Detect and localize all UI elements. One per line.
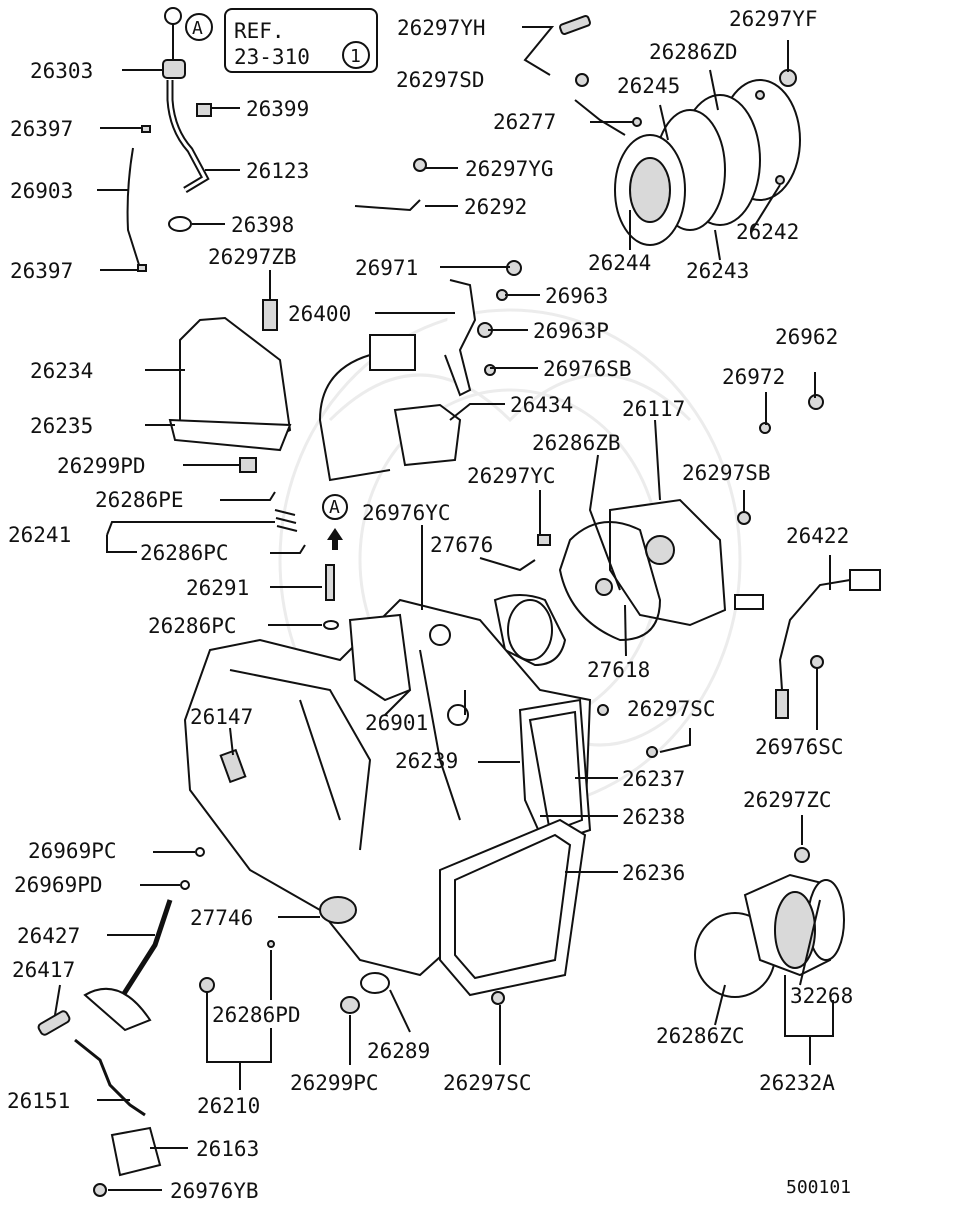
part-label-26151: 26151 xyxy=(7,1089,70,1113)
part-label-26292: 26292 xyxy=(464,195,527,219)
part-label-32268: 32268 xyxy=(790,984,853,1008)
part-label-26972: 26972 xyxy=(722,365,785,389)
part-label-26969pd: 26969PD xyxy=(14,873,103,897)
part-label-26245: 26245 xyxy=(617,74,680,98)
part-label-26163: 26163 xyxy=(196,1137,259,1161)
part-label-26286pc-lower: 26286PC xyxy=(148,614,237,638)
part-label-26963: 26963 xyxy=(545,284,608,308)
arrow-marker-circle xyxy=(322,494,348,520)
reference-frame xyxy=(224,8,378,73)
part-label-26286pc-upper: 26286PC xyxy=(140,541,229,565)
part-label-26297zb: 26297ZB xyxy=(208,245,297,269)
part-label-27746: 27746 xyxy=(190,906,253,930)
part-label-26303: 26303 xyxy=(30,59,93,83)
part-label-26299pc: 26299PC xyxy=(290,1071,379,1095)
diagram-number: 500101 xyxy=(786,1177,851,1198)
transfer-housing-part xyxy=(614,79,801,246)
part-label-26427: 26427 xyxy=(17,924,80,948)
part-label-26297yc: 26297YC xyxy=(467,464,556,488)
speed-sensor-part xyxy=(734,394,881,719)
extension-housing-part xyxy=(694,847,845,998)
reference-circle-number: 1 xyxy=(350,46,361,67)
spring-parts xyxy=(220,491,348,630)
part-label-26297sb: 26297SB xyxy=(682,461,771,485)
arrow-up-icon xyxy=(327,528,343,540)
part-label-26976yb: 26976YB xyxy=(170,1179,259,1203)
part-label-26241: 26241 xyxy=(8,523,71,547)
part-label-26297yg: 26297YG xyxy=(465,157,554,181)
shift-linkage-part xyxy=(37,847,390,1197)
part-label-26397-upper: 26397 xyxy=(10,117,73,141)
part-label-26210: 26210 xyxy=(197,1094,260,1118)
inhibitor-switch-part xyxy=(318,334,462,482)
arrow-marker-label: A xyxy=(329,497,340,518)
reference-code: 23-310 xyxy=(234,45,310,69)
part-label-26297sd: 26297SD xyxy=(396,68,485,92)
part-label-26289: 26289 xyxy=(367,1039,430,1063)
part-label-27618: 27618 xyxy=(587,658,650,682)
part-label-26234: 26234 xyxy=(30,359,93,383)
part-label-26399: 26399 xyxy=(246,97,309,121)
part-label-26417: 26417 xyxy=(12,958,75,982)
part-label-26232a: 26232A xyxy=(759,1071,835,1095)
part-label-26976sc: 26976SC xyxy=(755,735,844,759)
part-label-26434: 26434 xyxy=(510,393,573,417)
part-label-26962: 26962 xyxy=(775,325,838,349)
part-label-26976sb: 26976SB xyxy=(543,357,632,381)
part-label-26238: 26238 xyxy=(622,805,685,829)
part-label-26976yc: 26976YC xyxy=(362,501,451,525)
part-labels: 26303 26397 26903 26397 26399 26123 2639… xyxy=(7,7,853,1203)
oil-pan-part xyxy=(439,698,658,1005)
part-label-26297yh: 26297YH xyxy=(397,16,486,40)
part-label-26286zc: 26286ZC xyxy=(656,1024,745,1048)
part-label-26398: 26398 xyxy=(231,213,294,237)
part-label-26963p: 26963P xyxy=(533,319,609,343)
part-label-26297sc-lower: 26297SC xyxy=(443,1071,532,1095)
part-label-26299pd: 26299PD xyxy=(57,454,146,478)
reference-marker: A xyxy=(192,18,203,39)
part-label-26969pc: 26969PC xyxy=(28,839,117,863)
part-label-26237: 26237 xyxy=(622,767,685,791)
part-label-26244: 26244 xyxy=(588,251,651,275)
part-label-26297sc-upper: 26297SC xyxy=(627,697,716,721)
bracket-parts xyxy=(168,260,522,473)
part-label-26297zc: 26297ZC xyxy=(743,788,832,812)
part-label-26397-lower: 26397 xyxy=(10,259,73,283)
part-label-26400: 26400 xyxy=(288,302,351,326)
rear-cover-part xyxy=(493,498,727,667)
reference-marker-circle xyxy=(185,13,213,41)
reference-circle xyxy=(342,41,370,69)
part-label-26901: 26901 xyxy=(365,711,428,735)
top-bolts xyxy=(354,15,797,212)
part-label-26903: 26903 xyxy=(10,179,73,203)
part-label-26297yf: 26297YF xyxy=(729,7,818,31)
part-label-26286zd: 26286ZD xyxy=(649,40,738,64)
part-label-26147: 26147 xyxy=(190,705,253,729)
part-label-26277: 26277 xyxy=(493,110,556,134)
leader-lines xyxy=(54,26,834,1191)
part-label-26971: 26971 xyxy=(355,256,418,280)
part-label-26236: 26236 xyxy=(622,861,685,885)
part-label-26243: 26243 xyxy=(686,259,749,283)
part-label-26123: 26123 xyxy=(246,159,309,183)
reference-title: REF. xyxy=(234,19,285,43)
part-label-26286pd: 26286PD xyxy=(212,1003,301,1027)
dipstick-part xyxy=(126,7,212,272)
part-shapes xyxy=(37,7,881,1197)
part-label-26239: 26239 xyxy=(395,749,458,773)
part-label-26117: 26117 xyxy=(622,397,685,421)
part-label-26422: 26422 xyxy=(786,524,849,548)
part-label-27676: 27676 xyxy=(430,533,493,557)
part-label-26291: 26291 xyxy=(186,576,249,600)
part-label-26242: 26242 xyxy=(736,220,799,244)
part-label-26286pe: 26286PE xyxy=(95,488,184,512)
reference-box: A REF. 23-310 1 xyxy=(185,8,378,73)
part-label-26286zb: 26286ZB xyxy=(532,431,621,455)
part-label-26235: 26235 xyxy=(30,414,93,438)
